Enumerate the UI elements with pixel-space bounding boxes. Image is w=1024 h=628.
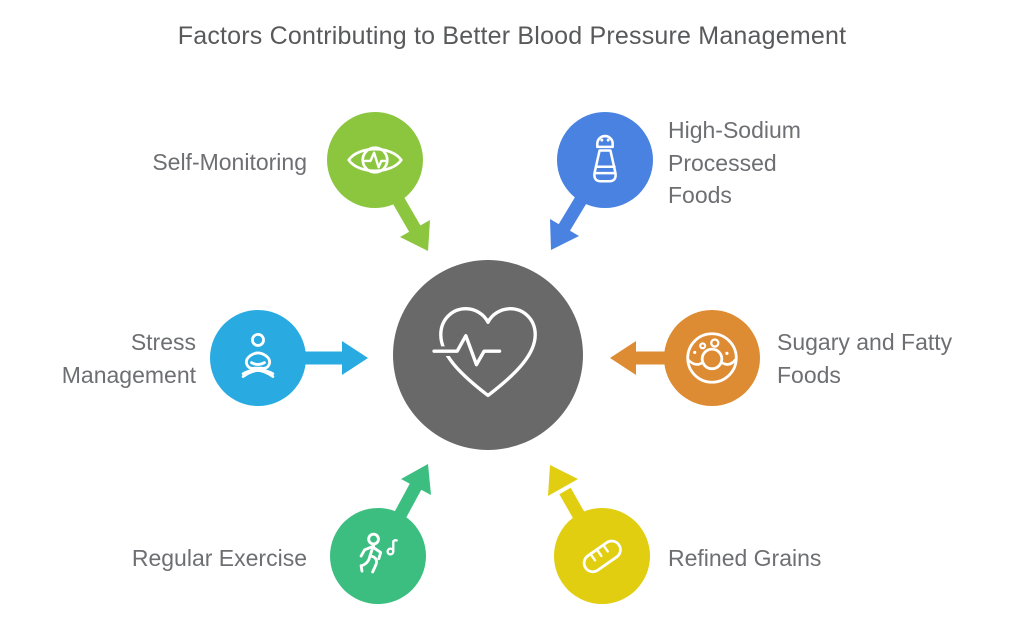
shaker-hole — [600, 138, 604, 142]
shaker-cap — [596, 134, 614, 149]
arrow-head — [610, 341, 636, 375]
arrow-head — [401, 464, 431, 495]
heart-pulse-icon — [432, 307, 537, 398]
runner-head — [367, 532, 380, 546]
salt-shaker-icon — [593, 134, 617, 183]
factor-label-regular-exercise: Regular Exercise — [131, 545, 307, 571]
meditator-hands — [250, 361, 266, 366]
arrow-head — [550, 219, 579, 250]
factor-label-sugary-fatty: Sugary and Fatty Foods — [777, 329, 953, 388]
factor-circle-self-monitoring — [327, 112, 423, 208]
meditation-icon — [241, 333, 275, 378]
factor-circle-sugary-fatty — [664, 310, 760, 406]
shaker-body — [593, 149, 617, 183]
factor-circle-regular-exercise — [330, 508, 426, 604]
iris-pulse — [363, 151, 387, 169]
sprinkle-dot — [725, 351, 729, 355]
bread-score — [595, 548, 603, 558]
sprinkle — [699, 342, 707, 350]
factor-circle-high-sodium — [557, 112, 653, 208]
bread-score — [602, 544, 609, 553]
bread-loaf-icon — [582, 539, 622, 574]
factor-label-self-monitoring: Self-Monitoring — [152, 149, 307, 175]
center-circle-blood-pressure — [393, 260, 583, 450]
bread-loaf-group — [582, 539, 622, 574]
runner-arm — [359, 544, 375, 558]
factor-circle-stress-management — [210, 310, 306, 406]
runner-back-leg — [359, 554, 372, 573]
runner-front-leg — [368, 554, 378, 574]
sprinkle — [710, 338, 720, 348]
factor-label-stress-management: Stress Management — [61, 329, 196, 388]
page-title: Factors Contributing to Better Blood Pre… — [177, 22, 847, 50]
meditator-head — [251, 333, 265, 347]
sprinkle-dot — [693, 350, 697, 354]
meditator-leg — [241, 368, 275, 378]
heart-outline — [439, 307, 537, 398]
runner-icon — [359, 532, 398, 574]
factor-label-high-sodium: High-Sodium Processed Foods — [668, 117, 801, 209]
eye-iris — [361, 146, 389, 174]
pulse-line — [432, 334, 502, 367]
donut-icon — [686, 332, 738, 384]
meditator-torso-arms — [244, 351, 272, 370]
runner-arm — [371, 545, 383, 561]
shaker-hole — [606, 138, 610, 142]
arrow-head — [548, 465, 578, 496]
eye-outline — [347, 147, 403, 173]
icing-wave-right — [720, 358, 737, 366]
arrow-head — [400, 220, 430, 251]
factor-label-refined-grains: Refined Grains — [668, 545, 822, 571]
music-note-stem — [392, 538, 398, 553]
icing-wave-left — [686, 358, 704, 366]
eye-pulse-icon — [347, 146, 403, 174]
donut-outer — [686, 332, 738, 384]
bread-score — [589, 553, 597, 562]
factor-circle-refined-grains — [554, 508, 650, 604]
arrow-head — [342, 341, 368, 375]
donut-hole — [700, 347, 724, 371]
